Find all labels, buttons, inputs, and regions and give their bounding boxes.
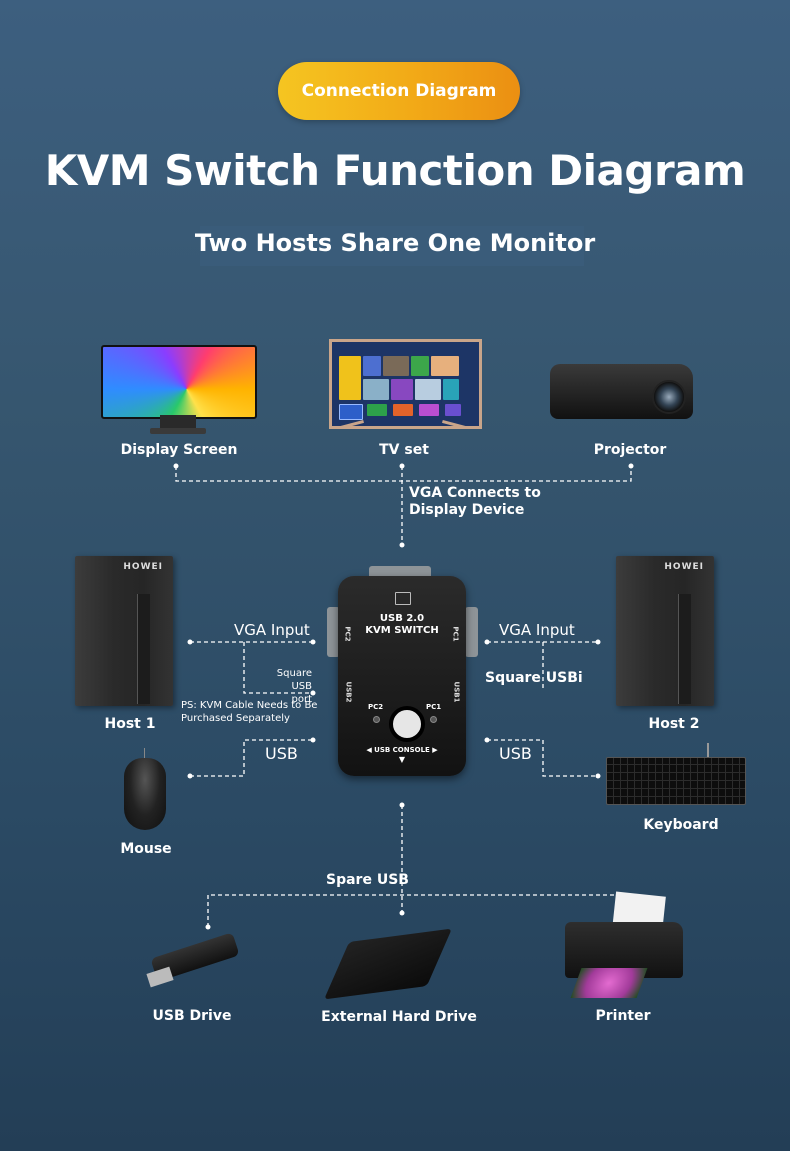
connector-dot: [310, 690, 316, 696]
pc-tower-icon: HOWEI: [616, 556, 714, 706]
arrow-right-icon: ▶: [429, 746, 438, 754]
connector-dot: [484, 639, 490, 645]
keyboard-usb-line: [487, 739, 598, 777]
display-bus-line: [175, 466, 632, 482]
right-vga-input-label: VGA Input: [499, 621, 575, 639]
left-usb-port-line: [243, 642, 313, 694]
subtitle-band: [200, 226, 584, 266]
usb1-port-label: USB1: [452, 681, 461, 703]
right-usb-label: USB: [499, 744, 532, 763]
tv-icon: [329, 339, 482, 429]
monitor-base: [150, 428, 206, 434]
connector-dot: [595, 639, 601, 645]
printed-photo: [570, 968, 648, 998]
left-usb-label: USB: [265, 744, 298, 763]
external-hard-drive-label: External Hard Drive: [321, 1009, 477, 1025]
display-screen-label: Display Screen: [120, 442, 238, 458]
mouse-label: Mouse: [120, 841, 172, 857]
mouse-usb-line: [190, 739, 313, 777]
connector-dot: [205, 924, 211, 930]
vga-pc2-port: [327, 607, 340, 657]
connector-dot: [399, 910, 405, 916]
arrow-down-icon: ▼: [398, 755, 406, 764]
square-usb-text: Square USB: [276, 668, 312, 692]
usb-console-text: USB CONSOLE: [374, 746, 430, 754]
spare-usb-bus-line: [207, 894, 619, 927]
monitor-icon: [101, 345, 257, 419]
left-vga-input-label: VGA Input: [234, 621, 310, 639]
tv-set-label: TV set: [379, 442, 429, 458]
keyboard-icon: [606, 757, 746, 805]
kvm-model-text: USB 2.0: [379, 613, 425, 624]
kvm-cable-note-line: Purchased Separately: [181, 713, 290, 724]
connector-dot: [628, 463, 634, 469]
kvm-name-text: KVM SWITCH: [365, 625, 439, 636]
vga-output-note: VGA Connects to Display Device: [409, 485, 541, 519]
pc1-led-indicator: [430, 716, 437, 723]
host-1-label: Host 1: [104, 716, 156, 732]
pc2-port-label: PC2: [343, 626, 352, 642]
left-square-usb-label: Square USB port: [256, 667, 312, 706]
keyboard-cable: [707, 743, 709, 757]
pc-tower-icon: HOWEI: [75, 556, 173, 706]
projector-label: Projector: [593, 442, 667, 458]
kvm-cable-note-line: PS: KVM Cable Needs to Be: [181, 700, 318, 711]
host-brand-logo: HOWEI: [664, 562, 704, 572]
connector-dot: [484, 737, 490, 743]
connector-dot: [310, 639, 316, 645]
pc2-led-indicator: [373, 716, 380, 723]
mouse-cable: [144, 748, 145, 760]
spare-usb-label: Spare USB: [326, 872, 409, 888]
page-title: KVM Switch Function Diagram: [44, 146, 746, 195]
switch-button[interactable]: [389, 706, 425, 742]
connector-dot: [399, 542, 405, 548]
usb-drive-label: USB Drive: [152, 1008, 232, 1024]
page-subtitle: Two Hosts Share One Monitor: [194, 229, 596, 257]
vga-output-note-line: Display Device: [409, 502, 525, 518]
vga-pc1-port: [465, 607, 478, 657]
printer-label: Printer: [595, 1008, 651, 1024]
pc1-led-label: PC1: [426, 703, 442, 711]
pc1-port-label: PC1: [451, 626, 460, 642]
usb-console-label: ◀ USB CONSOLE ▶: [338, 746, 466, 754]
connector-dot: [595, 773, 601, 779]
connection-diagram-badge: Connection Diagram: [278, 62, 520, 120]
usb2-port-label: USB2: [344, 681, 353, 703]
connector-dot: [310, 737, 316, 743]
square-usb-text: port: [291, 694, 313, 705]
pc2-led-label: PC2: [368, 703, 384, 711]
mouse-icon: [124, 758, 166, 830]
connector-dot: [187, 773, 193, 779]
connector-dot: [399, 463, 405, 469]
kvm-cable-note: PS: KVM Cable Needs to Be Purchased Sepa…: [181, 699, 317, 725]
connector-dot: [187, 639, 193, 645]
host-2-label: Host 2: [648, 716, 700, 732]
connector-dot: [399, 802, 405, 808]
kvm-switch: USB 2.0 KVM SWITCH PC2 PC1 USB2 USB1 PC2…: [338, 576, 466, 776]
usb-b-port-icon: [395, 592, 411, 605]
projector-lens: [652, 380, 686, 414]
vga-output-note-line: VGA Connects to: [409, 485, 541, 501]
arrow-left-icon: ◀: [366, 746, 375, 754]
host-brand-logo: HOWEI: [123, 562, 163, 572]
right-square-usb-label: Square USBi: [485, 670, 583, 686]
keyboard-label: Keyboard: [643, 817, 719, 833]
connector-dot: [173, 463, 179, 469]
